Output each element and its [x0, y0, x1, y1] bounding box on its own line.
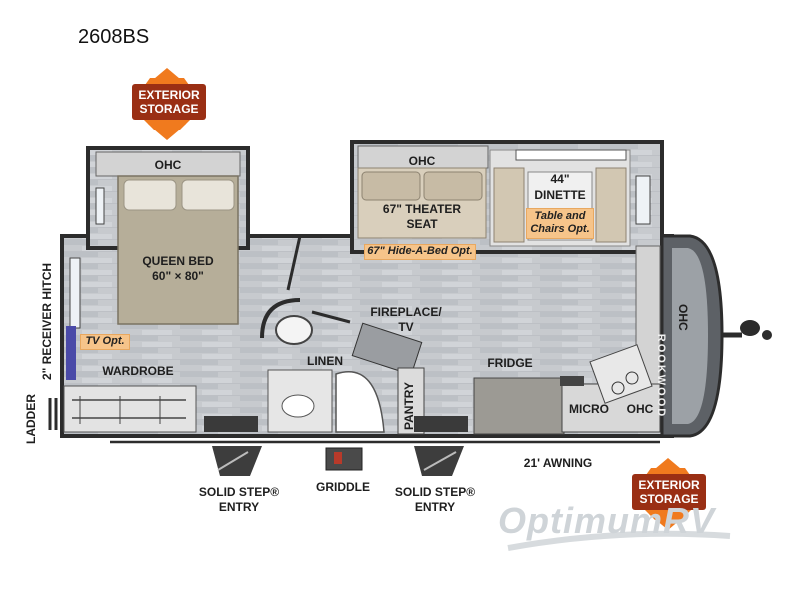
label-entry-front-1: SOLID STEP® — [394, 485, 476, 499]
exterior-storage-badge-top — [132, 68, 206, 140]
label-fridge: FRIDGE — [487, 356, 533, 370]
storage-badge-bottom-line2: STORAGE — [639, 492, 699, 506]
label-fireplace-1: FIREPLACE/ — [370, 305, 442, 319]
label-dinette-2: DINETTE — [534, 188, 586, 202]
griddle-box — [325, 447, 363, 471]
option-hide-a-bed: 67" Hide-A-Bed Opt. — [364, 244, 476, 260]
watermark-swoosh — [507, 530, 731, 551]
label-receiver-hitch: 2" RECEIVER HITCH — [40, 262, 54, 380]
label-ladder: LADDER — [24, 394, 38, 444]
window-rear — [69, 257, 81, 329]
option-table-chairs-line1: Table and — [534, 210, 586, 222]
kitchen-counter — [473, 344, 661, 435]
tv-mount — [66, 326, 76, 380]
entry-step-front — [414, 416, 468, 476]
option-table-chairs: Table and Chairs Opt. — [526, 208, 594, 239]
label-ohc-bedroom: OHC — [154, 158, 182, 172]
queen-bed — [117, 175, 239, 325]
label-dinette-1: 44" — [550, 172, 570, 186]
label-fireplace-2: TV — [398, 320, 414, 334]
storage-badge-bottom-line1: EXTERIOR — [638, 478, 700, 492]
label-awning: 21' AWNING — [523, 456, 593, 470]
theater-seat — [357, 167, 487, 239]
option-tv: TV Opt. — [80, 334, 130, 350]
fireplace-unit — [311, 310, 423, 376]
label-queen-bed-1: QUEEN BED — [142, 254, 214, 268]
label-theater-seat-2: SEAT — [406, 217, 438, 231]
brand-logo: ROOKWOOD — [655, 333, 667, 419]
label-linen: LINEN — [307, 354, 343, 368]
exterior-storage-badge-bottom — [632, 458, 706, 530]
wardrobe — [63, 385, 197, 433]
optimum-rv-watermark: OptimumRV — [498, 500, 716, 541]
window-dinette-right — [635, 175, 651, 225]
label-queen-bed-2: 60" × 80" — [152, 269, 204, 283]
model-name: 2608BS — [78, 26, 150, 48]
bathroom — [260, 235, 385, 433]
label-ohc-kitchen: OHC — [626, 402, 654, 416]
ohc-cabinet-bedroom — [95, 151, 241, 177]
label-entry-rear-2: ENTRY — [218, 500, 260, 514]
label-wardrobe: WARDROBE — [102, 364, 174, 378]
label-micro: MICRO — [569, 402, 609, 416]
label-entry-rear-1: SOLID STEP® — [198, 485, 280, 499]
label-griddle: GRIDDLE — [316, 480, 370, 494]
label-ohc-theater: OHC — [408, 154, 436, 168]
window-bedroom-left — [95, 187, 105, 225]
label-theater-seat-1: 67" THEATER — [382, 202, 462, 216]
label-entry-front-2: ENTRY — [414, 500, 456, 514]
label-pantry: PANTRY — [402, 382, 416, 430]
entry-step-rear — [204, 416, 262, 476]
ladder — [48, 398, 58, 430]
storage-badge-top-line1: EXTERIOR — [138, 88, 200, 102]
storage-badge-top-line2: STORAGE — [139, 102, 199, 116]
front-cap — [660, 234, 772, 438]
label-ohc-front: OHC — [676, 304, 690, 331]
option-table-chairs-line2: Chairs Opt. — [530, 223, 590, 235]
